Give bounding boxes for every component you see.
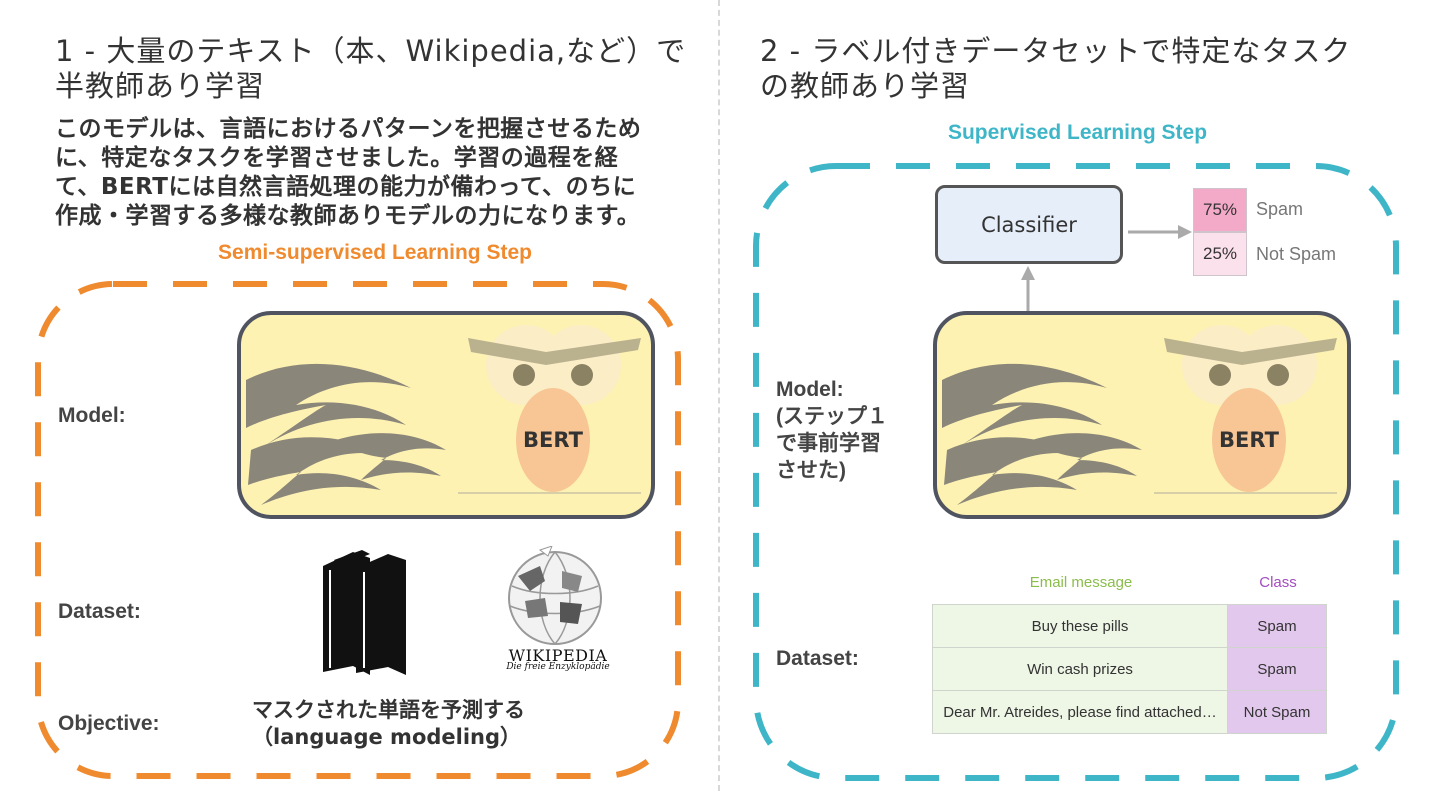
left-objective-label: Objective: <box>58 712 160 735</box>
class-cell: Spam <box>1227 604 1327 648</box>
desc-line: 作成・学習する多様な教師ありモデルの力になります。 <box>55 203 641 229</box>
bert-face-icon: BERT <box>237 311 655 519</box>
left-heading-line2: 半教師あり学習 <box>55 69 266 103</box>
left-heading-line1: 1 - 大量のテキスト（本、Wikipedia,など）で <box>55 34 687 68</box>
prob-not-spam-label: Not Spam <box>1256 244 1337 264</box>
prob-spam-value: 75% <box>1193 188 1247 232</box>
right-heading-line1: 2 - ラベル付きデータセットで特定なタスク <box>760 34 1352 68</box>
right-heading: 2 - ラベル付きデータセットで特定なタスク の教師あり学習 <box>760 34 1420 104</box>
prob-spam-label: Spam <box>1256 199 1304 219</box>
desc-line: に、特定なタスクを学習させました。学習の過程を経 <box>55 145 619 171</box>
email-message-cell: Dear Mr. Atreides, please find attached… <box>932 690 1228 734</box>
right-model-line: (ステップ１ <box>776 405 888 428</box>
classifier-box: Classifier <box>935 185 1123 264</box>
wikipedia-wordmark: WIKIPEDIA <box>508 646 608 665</box>
left-model-label: Model: <box>58 404 126 427</box>
left-dataset-label: Dataset: <box>58 600 141 623</box>
right-dataset-label: Dataset: <box>776 647 859 670</box>
semi-supervised-step-title: Semi-supervised Learning Step <box>218 241 532 264</box>
email-message-cell: Buy these pills <box>932 604 1228 648</box>
class-cell: Not Spam <box>1227 690 1327 734</box>
right-model-label: Model: (ステップ１ で事前学習 させた) <box>776 376 916 484</box>
email-message-header: Email message <box>1029 574 1133 591</box>
class-header: Class <box>1259 574 1297 591</box>
bert-label: BERT <box>523 428 584 452</box>
objective-line2: （language modeling） <box>252 725 522 749</box>
dataset-table: Buy these pills Spam Win cash prizes Spa… <box>932 604 1327 734</box>
supervised-container <box>753 163 1399 781</box>
left-heading: 1 - 大量のテキスト（本、Wikipedia,など）で 半教師あり学習 <box>55 34 705 104</box>
arrow-up-icon <box>1021 266 1035 312</box>
wikipedia-globe-icon <box>508 546 602 645</box>
bert-label: BERT <box>1219 428 1280 452</box>
left-description: このモデルは、言語におけるパターンを把握させるため に、特定なタスクを学習させま… <box>55 115 715 231</box>
right-model-line: させた) <box>776 459 846 482</box>
arrow-icon <box>1128 225 1192 239</box>
bert-face-icon: BERT <box>933 311 1351 519</box>
desc-line: このモデルは、言語におけるパターンを把握させるため <box>55 116 642 142</box>
right-model-line: で事前学習 <box>776 432 881 455</box>
supervised-step-title: Supervised Learning Step <box>947 121 1208 144</box>
table-row: Buy these pills Spam <box>932 604 1327 648</box>
objective-line1: マスクされた単語を予測する <box>252 698 525 722</box>
table-row: Dear Mr. Atreides, please find attached…… <box>932 690 1327 734</box>
semi-supervised-container <box>35 281 681 779</box>
prob-not-spam-value: 25% <box>1193 232 1247 276</box>
desc-line: て、BERTには自然言語処理の能力が備わって、のちに <box>55 174 637 200</box>
panel-divider <box>718 0 720 791</box>
right-model-line: Model: <box>776 378 844 401</box>
objective-text: マスクされた単語を予測する （language modeling） <box>252 697 672 751</box>
email-message-cell: Win cash prizes <box>932 647 1228 691</box>
table-row: Win cash prizes Spam <box>932 647 1327 691</box>
class-cell: Spam <box>1227 647 1327 691</box>
books-icon <box>323 550 406 675</box>
right-heading-line2: の教師あり学習 <box>760 69 971 103</box>
wikipedia-tagline: Die freie Enzyklopädie <box>506 662 610 672</box>
